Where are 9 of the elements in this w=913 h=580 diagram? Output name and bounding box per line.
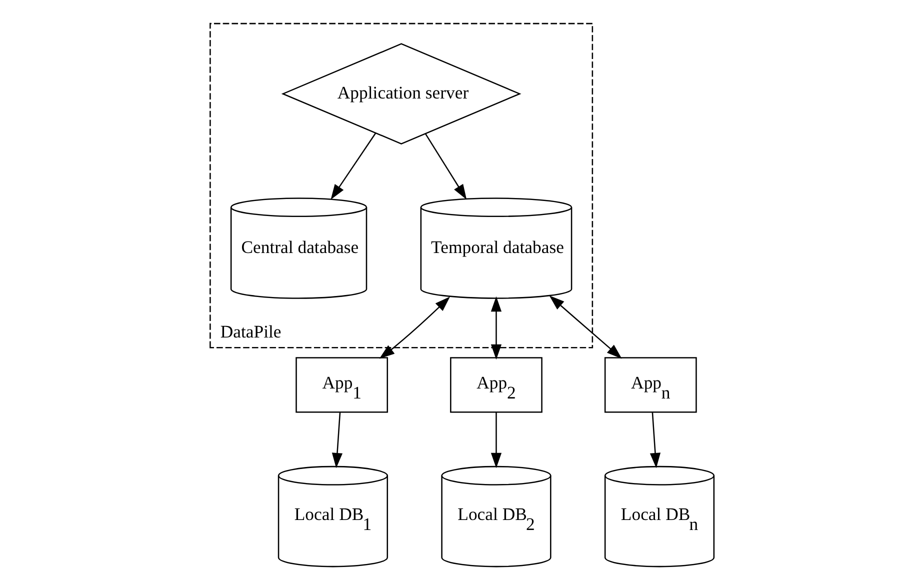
node-diamond: Application server [280,43,521,144]
arrow [548,296,622,359]
arrow [378,296,450,359]
arrow [331,412,342,468]
arrow [649,412,660,468]
arrow [490,296,502,360]
arrow [424,133,466,200]
arrow [490,412,502,468]
arrow [330,132,376,200]
